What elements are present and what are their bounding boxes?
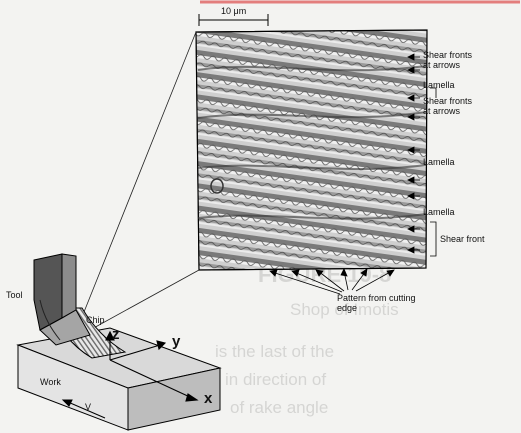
velocity-arrow [61,399,106,419]
micrograph [195,29,428,271]
label-work: Work [40,377,61,387]
label-tool: Tool [6,290,23,300]
work-piece [16,327,222,431]
annotation-pattern-cutting-edge: Pattern from cutting edge [337,293,416,313]
tool [33,253,91,346]
bleed-through-text: of rake angle [230,398,329,417]
label-velocity: V [85,402,92,412]
annotation-shear-front: Shear front [440,234,485,244]
axis-label-x: x [204,390,213,407]
cutting-edge-arrows [269,268,395,295]
label-chip: Chip [86,315,105,325]
scale-bar-label: 10 μm [221,6,247,16]
annotation-lamella-1: Lamella [423,80,455,90]
annotation-shear-fronts-1: Shear fronts at arrows [423,50,473,70]
bleed-through-text: is the last of the [215,342,335,361]
annotation-shear-fronts-2: Shear fronts at arrows [423,96,473,116]
projection-lines [83,31,200,331]
scale-bar [198,14,269,26]
annotation-lamella-3: Lamella [423,207,455,217]
bleed-through-text: in direction of [225,370,327,389]
annotation-arrows [407,53,437,257]
bleed-through-text: Shop of Imotis [290,300,399,319]
annotation-lamella-2: Lamella [423,157,455,167]
axis-label-z: z [112,326,120,343]
axes [105,330,199,402]
axis-label-y: y [172,333,181,350]
